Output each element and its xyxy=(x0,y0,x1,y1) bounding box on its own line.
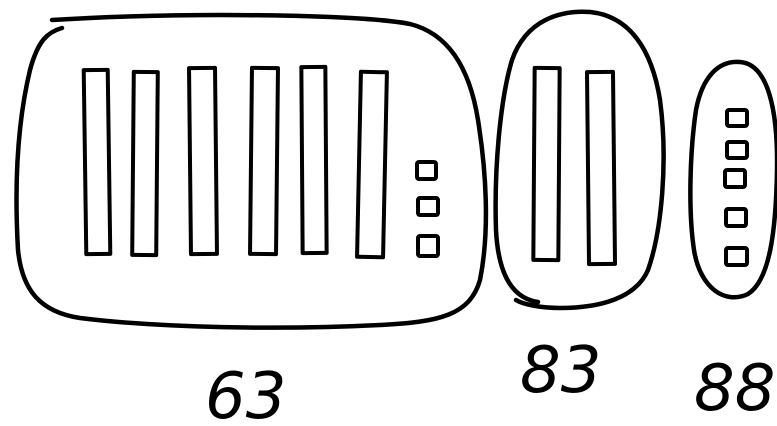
unit-cube xyxy=(418,236,438,256)
ten-rod xyxy=(357,72,387,258)
unit-cube xyxy=(418,198,438,215)
unit-cube xyxy=(727,142,747,158)
ten-rod xyxy=(533,68,559,260)
group-88: 88 xyxy=(690,62,777,426)
ten-rod xyxy=(301,67,326,253)
ten-rod xyxy=(84,70,111,254)
ten-rod xyxy=(132,72,158,255)
group-63-tens-rods xyxy=(84,67,387,257)
group-63-unit-cubes xyxy=(417,162,438,256)
group-83: 83 xyxy=(496,12,664,408)
group-88-unit-cubes xyxy=(725,110,747,265)
ten-rod xyxy=(250,68,278,254)
unit-cube xyxy=(726,248,747,265)
unit-cube xyxy=(417,162,436,179)
group-63: 63 xyxy=(17,15,486,426)
group-88-label: 88 xyxy=(694,352,775,426)
group-83-label: 83 xyxy=(520,334,601,408)
unit-cube xyxy=(725,170,745,187)
unit-cube xyxy=(726,209,746,226)
group-83-tens-rods xyxy=(533,68,615,264)
ten-rod xyxy=(189,68,217,254)
ten-rod xyxy=(587,72,615,264)
unit-cube xyxy=(727,110,747,126)
group-63-label: 63 xyxy=(205,360,286,426)
group-83-outline xyxy=(496,12,664,308)
